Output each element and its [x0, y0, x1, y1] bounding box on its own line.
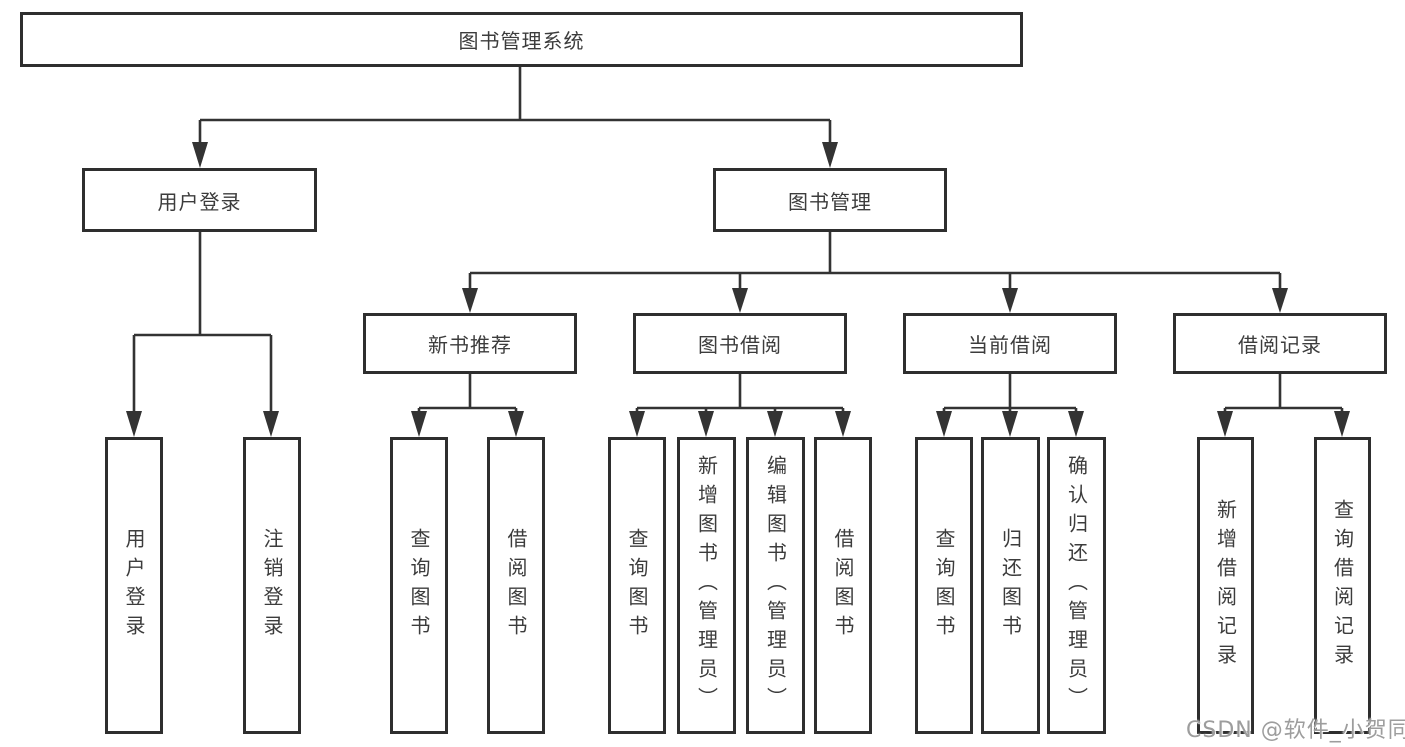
connector-bookmgmt-to-level3: [468, 232, 1282, 292]
connector-userlogin-to-leaves: [132, 232, 273, 416]
leaf-user-login: 用户登录: [105, 437, 163, 734]
connector-records-to-leaves: [1223, 374, 1344, 416]
leaf-label: 确认归还（管理员）: [1064, 455, 1089, 716]
connector-current-to-leaves: [942, 374, 1078, 416]
leaf-query-borrow-record: 查询借阅记录: [1314, 437, 1371, 734]
node-new-book-recommendation: 新书推荐: [363, 313, 577, 374]
leaf-label: 查询借阅记录: [1330, 498, 1355, 673]
node-book-borrowing: 图书借阅: [633, 313, 847, 374]
leaf-label: 借阅图书: [504, 527, 528, 644]
leaf-return-books: 归还图书: [981, 437, 1040, 734]
leaf-query-books-borrowing: 查询图书: [608, 437, 666, 734]
connector-borrowing-to-leaves: [635, 374, 845, 416]
leaf-borrow-books-recommendation: 借阅图书: [487, 437, 545, 734]
node-borrowing-records: 借阅记录: [1173, 313, 1387, 374]
connector-root-to-level2: [198, 67, 832, 146]
leaf-label: 查询图书: [932, 527, 956, 644]
leaf-logout: 注销登录: [243, 437, 301, 734]
connector-newbook-to-leaves: [417, 374, 518, 416]
leaf-add-borrow-record: 新增借阅记录: [1197, 437, 1254, 734]
leaf-label: 借阅图书: [831, 527, 855, 644]
leaf-label: 新增图书（管理员）: [694, 455, 719, 716]
leaf-confirm-return-admin: 确认归还（管理员）: [1047, 437, 1106, 734]
leaf-label: 编辑图书（管理员）: [763, 455, 788, 716]
leaf-label: 新增借阅记录: [1213, 498, 1238, 673]
leaf-label: 注销登录: [260, 527, 284, 644]
node-book-management: 图书管理: [713, 168, 947, 232]
leaf-query-books-current: 查询图书: [915, 437, 973, 734]
leaf-add-book-admin: 新增图书（管理员）: [677, 437, 736, 734]
watermark: CSDN @软件_小贺同学: [1186, 718, 1405, 743]
leaf-label: 归还图书: [998, 527, 1023, 644]
leaf-label: 用户登录: [122, 527, 146, 644]
leaf-edit-book-admin: 编辑图书（管理员）: [746, 437, 805, 734]
leaf-label: 查询图书: [625, 527, 649, 644]
node-library-management-system: 图书管理系统: [20, 12, 1023, 67]
arrowheads: [126, 142, 1350, 437]
node-user-login: 用户登录: [82, 168, 317, 232]
node-current-borrowing: 当前借阅: [903, 313, 1117, 374]
leaf-query-books-recommendation: 查询图书: [390, 437, 448, 734]
leaf-label: 查询图书: [407, 527, 431, 644]
leaf-borrow-books-borrowing: 借阅图书: [814, 437, 872, 734]
